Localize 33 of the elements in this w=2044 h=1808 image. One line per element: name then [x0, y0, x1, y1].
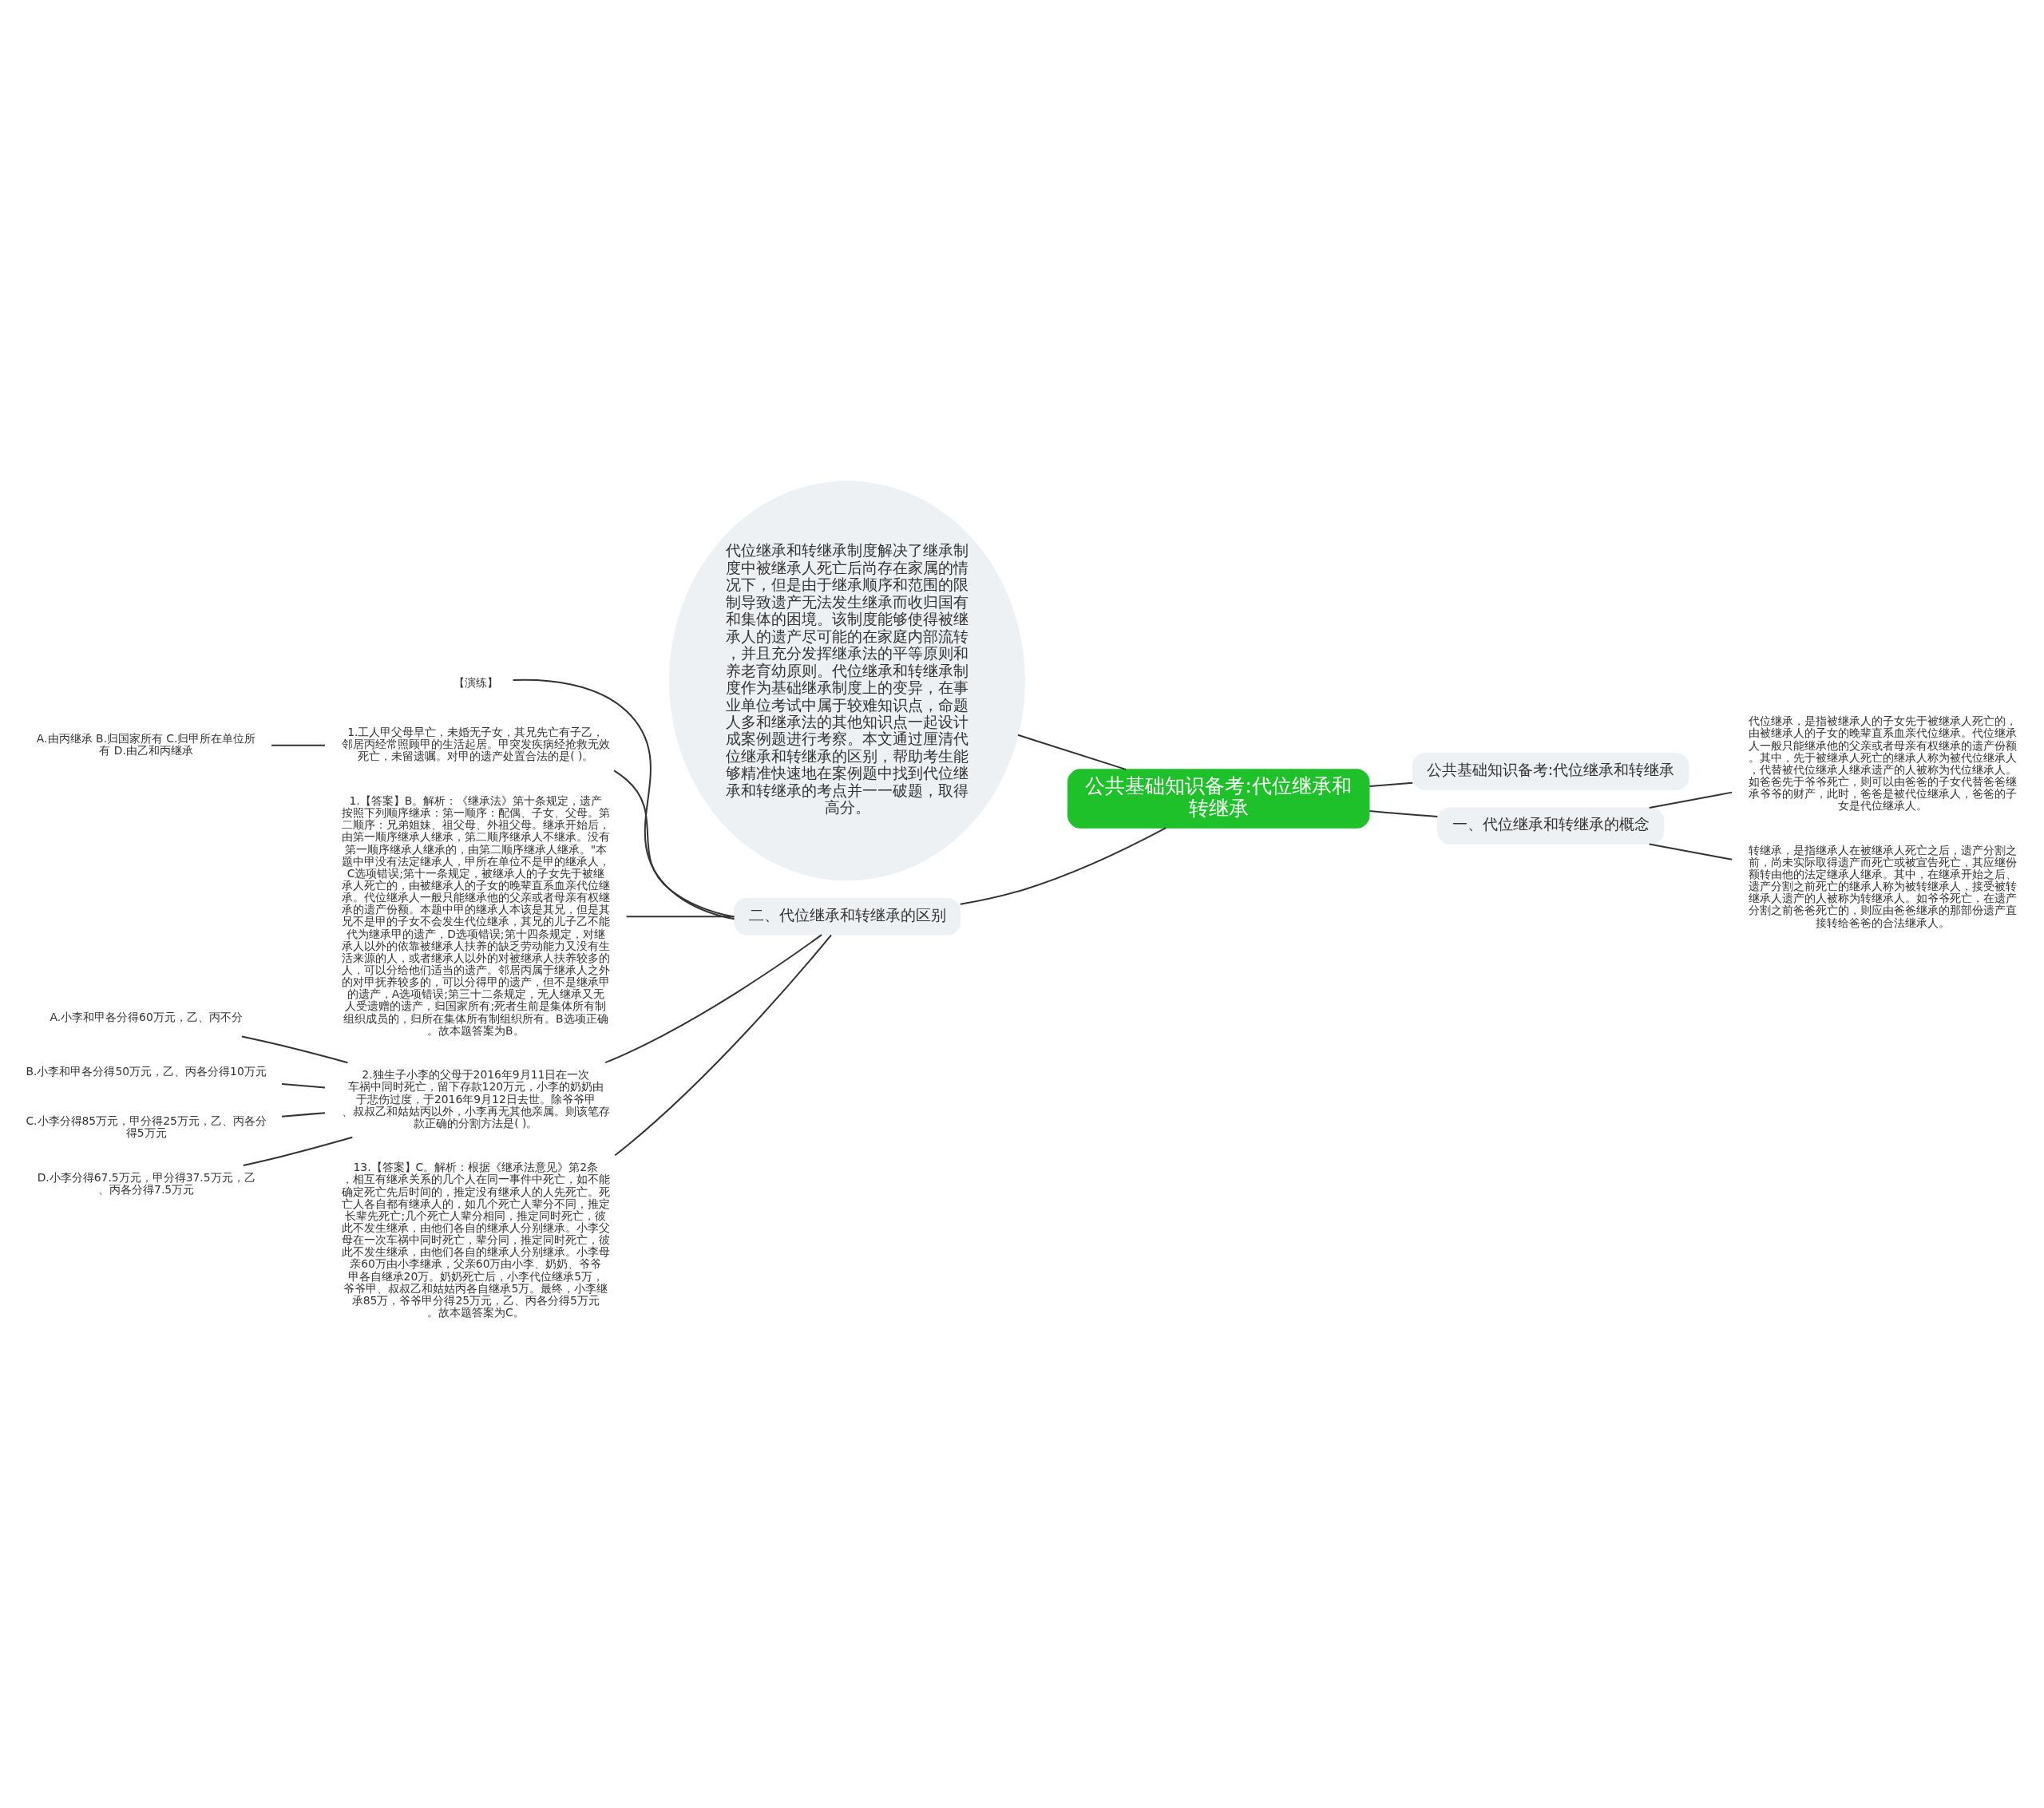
node-text: 1.【答案】B。解析：《继承法》第十条规定，遗产按照下列顺序继承：第一顺序：配偶、子女、父母。第二顺序：兄弟姐妹、祖父母、外祖父母。继承开始后，由第一顺序继承人继承，第二顺序继承人不继承。没有第一顺序继承人继承的，由第二顺序继承人继承。"本题中甲没有法定继承人，甲所在单位不是甲的继承人，C选项错误;第十一条规定，被继承人的子女先于被继承人死亡的，由被继承人的子女的晚辈直系血亲代位继承。代位继承人一般只能继承他的父亲或者母亲有权继承的遗产份额。本题中甲的继承人本该是其兄，但是其兄不是甲的子女不会发生代位继承，其兄的儿子乙不能代为继承甲的遗产，D选项错误;第十四条规定，对继承人以外的依靠被继承人扶养的缺乏劳动能力又没有生活来源的人，或者继承人以外的对被继承人扶养较多的人，可以分给他们适当的遗产。邻居丙属于继承人之外的对甲抚养较多的，可以分得甲的遗产，但不是继承甲的遗产，A选项错误;第三十二条规定，无人继承又无人受遗赠的遗产，归国家所有;死者生前是集体所有制组织成员的，归所在集体所有制组织所有。B选项正确。故本题答案为B。	[341, 793, 610, 1037]
node-text: 13.【答案】C。解析：根据《继承法意见》第2条，相互有继承关系的几个人在同一事件中死亡，如不能确定死亡先后时间的，推定没有继承人的人先死亡。死亡人各自都有继承人的，如几个死亡人辈分不同，推定长辈先死亡;几个死亡人辈分相同，推定同时死亡，彼此不发生继承，由他们各自的继承人分别继承。小李父母在一次车祸中同时死亡，辈分同，推定同时死亡，彼此不发生继承，由他们各自的继承人分别继承。小李母亲60万由小李继承，父亲60万由小李、奶奶、爷爷甲各自继承20万。奶奶死亡后，小李代位继承5万，爷爷甲、叔叔乙和姑姑丙各自继承5万。最终，小李继承85万，爷爷甲分得25万元，乙、丙各分得5万元。故本题答案为C。	[341, 1161, 610, 1319]
connector	[281, 1112, 326, 1118]
connector	[613, 769, 735, 918]
node-text: 1.工人甲父母早亡，未婚无子女，其兄先亡有子乙，邻居丙经常照顾甲的生活起居。甲突发疾病经抢救无效死亡，未留遗嘱。对甲的遗产处置合法的是( )。	[341, 726, 610, 763]
node-box: 公共基础知识备考:代位继承和转继承	[1412, 753, 1689, 790]
connector	[604, 934, 822, 1064]
node-box: 二、代位继承和转继承的区别	[734, 897, 961, 936]
connector	[243, 1136, 353, 1166]
connector	[1649, 791, 1733, 809]
connector	[626, 916, 735, 918]
node-text: 【演练】	[453, 676, 498, 690]
node-text: C.小李分得85万元，甲分得25万元，乙、丙各分得5万元	[26, 1114, 267, 1140]
connector	[1369, 810, 1438, 818]
node-text: 2.独生子小李的父母于2016年9月11日在一次车祸中同时死亡，留下存款120万元，小李的奶奶由于悲伤过度，于2016年9月12日去世。除爷爷甲、叔叔乙和姑姑丙以外，小李再无其他亲属。则该笔存款正确的分割方法是( )。	[341, 1068, 610, 1130]
node-box: 公共基础知识备考:代位继承和转继承	[1067, 769, 1370, 829]
node-ellipse: 代位继承和转继承制度解决了继承制度中被继承人死亡后尚存在家属的情况下，但是由于继承顺序和范围的限制导致遗产无法发生继承而收归国有和集体的困境。该制度能够使得被继承人的遗产尽可能的在家庭内部流转，并且充分发挥继承法的平等原则和养老育幼原则。代位继承和转继承制度作为基础继承制度上的变异，在事业单位考试中属于较难知识点，命题人多和继承法的其他知识点一起设计成案例题进行考察。本文通过厘清代位继承和转继承的区别，帮助考生能够精准快速地在案例题中找到代位继承和转继承的考点并一一破题，取得高分。	[669, 481, 1025, 881]
node-text: 转继承，是指继承人在被继承人死亡之后，遗产分割之前，尚未实际取得遗产而死亡或被宣告死亡，其应继份额转由他的法定继承人继承。其中，在继承开始之后、遗产分割之前死亡的继承人称为被转继承人，接受被转继承人遗产的人被称为转继承人。如爷爷死亡，在遗产分割之前爸爸死亡的，则应由爸爸继承的那部份遗产直接转给爸爸的合法继承人。	[1748, 843, 2017, 929]
connector	[960, 827, 1167, 905]
connector	[241, 1035, 348, 1064]
connector	[1649, 843, 1733, 860]
node-text: A.由丙继承 B.归国家所有 C.归甲所在单位所有 D.由乙和丙继承	[36, 731, 256, 757]
node-text: 代位继承，是指被继承人的子女先于被继承人死亡的，由被继承人的子女的晚辈直系血亲代位继承。代位继承人一般只能继承他的父亲或者母亲有权继承的遗产份额。其中，先于被继承人死亡的继承人称为被代位继承人，代替被代位继承人继承遗产的人被称为代位继承人。如爸爸先于爷爷死亡，则可以由爸爸的子女代替爸爸继承爷爷的财产，此时，爸爸是被代位继承人，爸爸的子女是代位继承人。	[1748, 714, 2017, 813]
connector	[1369, 781, 1413, 788]
node-text: D.小李分得67.5万元，甲分得37.5万元，乙、丙各分得7.5万元	[37, 1170, 256, 1197]
connector	[513, 678, 735, 920]
connector	[614, 934, 832, 1157]
node-box: 一、代位继承和转继承的概念	[1437, 807, 1665, 845]
connector	[1017, 734, 1127, 770]
node-text: B.小李和甲各分得50万元，乙、丙各分得10万元	[26, 1065, 267, 1078]
connector	[271, 744, 325, 746]
connector	[281, 1082, 326, 1089]
node-text: A.小李和甲各分得60万元，乙、丙不分	[50, 1011, 243, 1024]
